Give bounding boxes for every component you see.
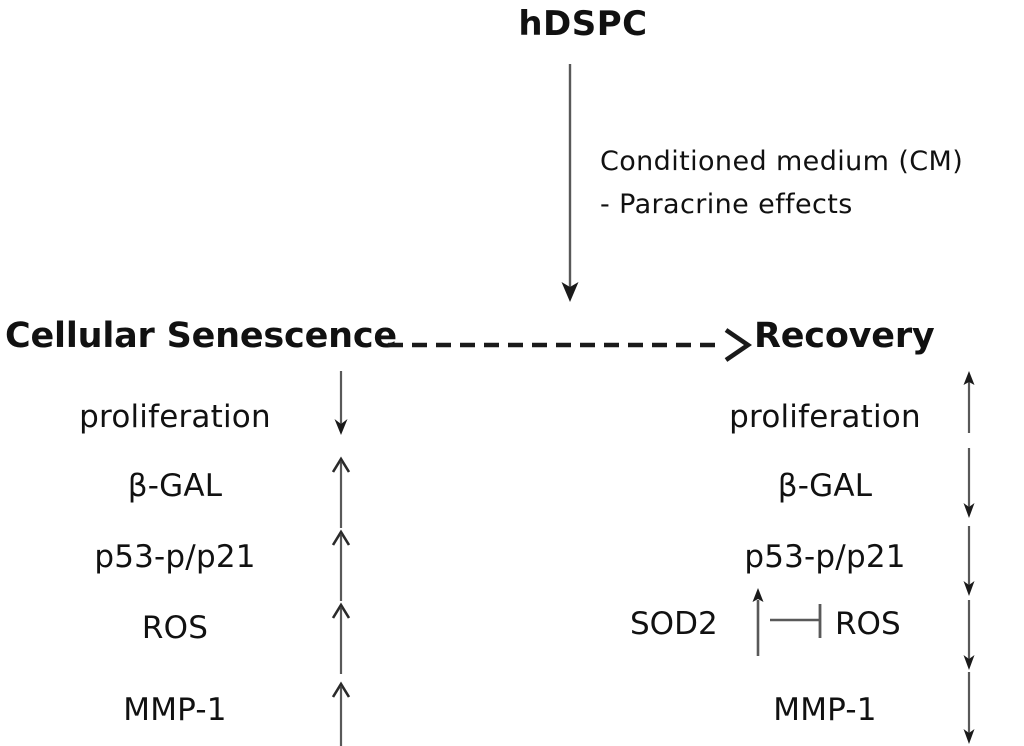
left-column-heading: Cellular Senescence [5,316,397,356]
left-item-label-ros: ROS [141,610,209,646]
treatment-caption-line1: Conditioned medium (CM) [600,146,964,177]
left-item-label-bgal: β-GAL [127,468,223,504]
treatment-caption: Conditioned medium (CM) - Paracrine effe… [600,140,963,226]
right-column-heading: Recovery [754,316,935,356]
inhibition-source-label: SOD2 [630,606,718,642]
left-arrow-p53-up-arrow-icon [328,521,354,601]
left-item-label-proliferation: proliferation [79,399,271,435]
left-item-label-p53: p53-p/p21 [94,539,256,575]
treatment-caption-line2: - Paracrine effects [600,189,853,220]
right-item-label-proliferation: proliferation [729,399,921,435]
right-arrow-mmp1-down-arrow-icon [956,672,982,746]
right-arrow-bgal-down-arrow-icon [956,448,982,520]
right-arrow-ros-down-arrow-icon [956,600,982,672]
right-item-label-mmp1: MMP-1 [773,692,877,728]
diagram-title-row: hDSPC [0,2,1024,46]
right-item-label-p53: p53-p/p21 [744,539,906,575]
right-arrow-proliferation-up-arrow-icon [956,371,982,437]
right-item-label-ros: ROS [835,606,901,642]
dashed-right-arrow-icon [386,318,753,364]
left-arrow-bgal-up-arrow-icon [328,448,354,528]
inhibition-bar-icon [748,584,838,666]
left-arrow-ros-up-arrow-icon [328,594,354,674]
sod2-ros-inhibition-group: SOD2 ROS [630,588,940,672]
right-item-label-bgal: β-GAL [777,468,873,504]
page-title: hDSPC [518,4,648,44]
left-arrow-proliferation-down-arrow-icon [328,371,354,437]
left-arrow-mmp1-up-arrow-icon [328,673,354,746]
left-item-label-mmp1: MMP-1 [123,692,227,728]
right-arrow-p53-down-arrow-icon [956,526,982,598]
treatment-down-arrow-icon [540,60,600,305]
